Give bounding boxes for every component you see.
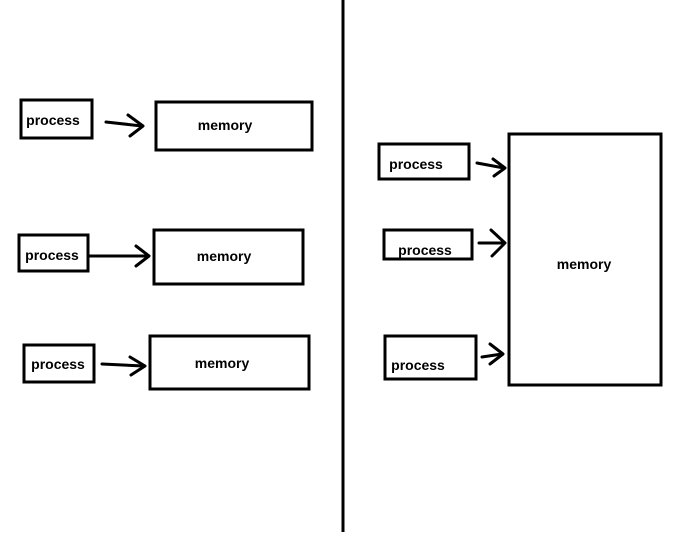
process-label: process (31, 356, 85, 372)
right-process-3: process (383, 334, 505, 381)
process-box (382, 228, 474, 261)
left-pair-1: process memory (19, 98, 314, 152)
shared-memory-label: memory (557, 256, 612, 272)
left-panel: process memory process memory process (17, 98, 314, 391)
process-box (377, 142, 471, 181)
memory-box (148, 334, 311, 391)
process-label: process (391, 357, 445, 373)
memory-box (152, 228, 305, 286)
right-process-1: process (377, 142, 507, 181)
arrow-icon (86, 244, 151, 268)
process-box (383, 334, 478, 381)
arrow-icon (100, 355, 147, 377)
memory-label: memory (197, 248, 252, 264)
process-label: process (389, 156, 443, 172)
process-label: process (398, 242, 452, 258)
right-process-2: process (382, 228, 507, 261)
right-panel: memory process process process (377, 132, 663, 387)
arrow-icon (104, 113, 145, 138)
process-label: process (26, 112, 80, 128)
process-box (17, 233, 90, 273)
left-pair-2: process memory (17, 228, 305, 286)
arrow-icon (477, 228, 507, 258)
memory-label: memory (195, 355, 250, 371)
process-box (19, 98, 94, 140)
memory-label: memory (198, 117, 253, 133)
shared-memory-box (507, 132, 663, 387)
memory-box (154, 100, 314, 152)
process-label: process (25, 247, 79, 263)
arrow-icon (480, 342, 505, 366)
left-pair-3: process memory (22, 334, 311, 391)
arrow-icon (475, 157, 507, 178)
process-box (22, 343, 96, 384)
